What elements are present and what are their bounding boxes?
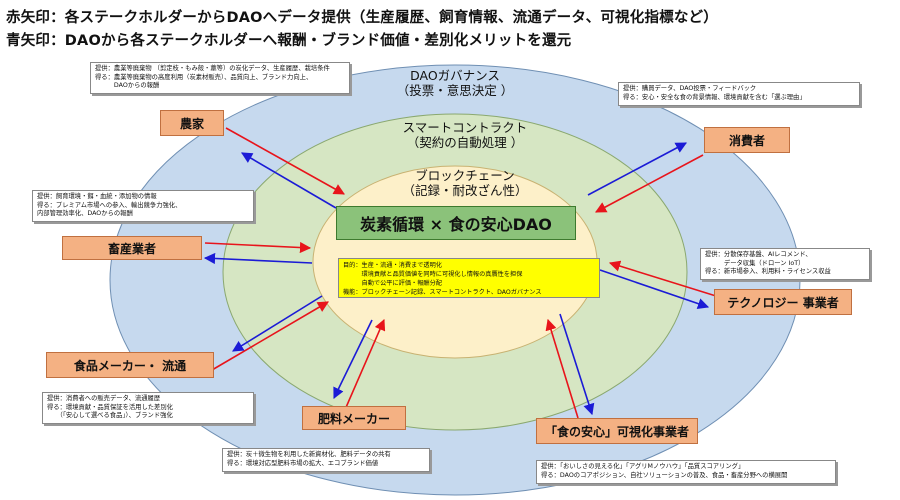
stakeholder-fertilizer: 肥料メーカー — [302, 406, 406, 430]
note-livestock: 提供：飼育環境・餌・血統・添加物の情報 得る：プレミアム市場への参入、輸出競争力… — [32, 190, 254, 222]
note-line: 得る：環境貢献・品質保証を活用した差別化 — [47, 403, 173, 411]
red-arrow-visualizer — [545, 318, 579, 419]
note-farmer: 提供：農業等廃棄物 （剪定枝・もみ殻・藁等）の炭化データ、生産履歴、栽培条件 得… — [90, 62, 350, 94]
note-line: 提供：飼育環境・餌・血統・添加物の情報 — [37, 193, 157, 200]
blue-arrow-livestock — [203, 252, 313, 265]
blockchain-title: ブロックチェーン — [415, 168, 515, 183]
note-line: 得る：安心・安全な食の背景情報、環境貢献を含む「選ぶ理由」 — [623, 93, 806, 101]
note-tech: 提供：分散保存基盤、AIレコメンド、 データ収集（ドローン IoT） 得る：新市… — [700, 248, 870, 280]
dao-purpose-box: 目的：生産・流通・消費まで透明化 環境貢献と品質価値を同時に可視化し情報の真贋性… — [338, 258, 600, 298]
smart-contract-title: スマートコントラクト — [402, 120, 528, 135]
note-line: データ収集（ドローン IoT） — [705, 259, 805, 267]
purpose-line: 機能：ブロックチェーン記録、スマートコントラクト、DAOガバナンス — [343, 289, 542, 296]
dao-title-box: 炭素循環 × 食の安心DAO — [336, 206, 576, 240]
stakeholder-livestock: 畜産業者 — [62, 236, 202, 260]
red-arrow-livestock — [204, 241, 312, 254]
note-line: DAOからの報酬 — [95, 82, 160, 89]
note-line: 提供：消費者への販売データ、流通履歴 — [47, 395, 161, 402]
blue-arrow-consumer — [587, 142, 687, 196]
note-line: 得る：環境対応型肥料市場の拡大、エコブランド価値 — [227, 459, 379, 467]
legend-blue-arrow: 青矢印：DAOから各ステークホルダーへ報酬・ブランド価値・差別化メリットを還元 — [6, 33, 572, 49]
dao-governance-subtitle: （投票・意思決定 ） — [396, 83, 514, 98]
dao-governance-label: DAOガバナンス （投票・意思決定 ） — [375, 68, 535, 98]
purpose-line: 目的：生産・流通・消費まで透明化 — [343, 262, 442, 269]
note-line: 得る：プレミアム市場への参入、輸出競争力強化、 — [37, 201, 182, 209]
red-arrow-fertilizer — [343, 318, 386, 413]
note-line: 提供：炭＋微生物を利用した新資材化、肥料データの共有 — [227, 451, 391, 458]
stakeholder-consumer: 消費者 — [704, 127, 790, 153]
blue-arrow-food-maker — [232, 295, 323, 352]
note-visualizer: 提供：「おいしさの見える化」「アグリMノウハウ」「品質スコアリング」 得る：DA… — [536, 460, 836, 484]
note-line: 得る：農業等廃棄物の高度利用（炭素材販売）、品質向上、ブランド力向上、 — [95, 73, 313, 81]
note-line: 得る：DAOのコアポジション、自社ソリューションの普及、食品・畜産分野への横展開 — [541, 471, 788, 479]
smart-contract-label: スマートコントラクト （契約の自動処理 ） — [380, 120, 550, 150]
blue-arrow-tech — [599, 269, 710, 310]
red-arrow-food-maker — [211, 301, 329, 371]
note-consumer: 提供：購買データ、DAO投票・フィードバック 得る：安心・安全な食の背景情報、環… — [618, 82, 860, 106]
purpose-line: 自動で公平に評価・報酬分配 — [343, 280, 442, 287]
purpose-line: 環境貢献と品質価値を同時に可視化し情報の真贋性を担保 — [343, 271, 523, 278]
dao-governance-title: DAOガバナンス — [410, 68, 500, 83]
blockchain-label: ブロックチェーン （記録・耐改ざん性） — [385, 168, 545, 198]
red-arrow-farmer — [225, 127, 345, 195]
note-line: 提供：農業等廃棄物 （剪定枝・もみ殻・藁等）の炭化データ、生産履歴、栽培条件 — [95, 65, 330, 72]
stakeholder-visualizer: 「食の安心」可視化事業者 — [536, 418, 698, 444]
blue-arrow-fertilizer — [333, 319, 373, 400]
smart-contract-subtitle: （契約の自動処理 ） — [406, 135, 524, 150]
legend-red-arrow: 赤矢印：各ステークホルダーからDAOへデータ提供（生産履歴、飼育情報、流通データ… — [6, 10, 718, 26]
blue-arrow-visualizer — [559, 313, 595, 416]
stakeholder-tech: テクノロジー 事業者 — [714, 289, 852, 315]
note-fertilizer: 提供：炭＋微生物を利用した新資材化、肥料データの共有 得る：環境対応型肥料市場の… — [222, 448, 430, 472]
note-line: 提供：「おいしさの見える化」「アグリMノウハウ」「品質スコアリング」 — [541, 463, 745, 470]
stakeholder-food-maker: 食品メーカー・ 流通 — [46, 352, 214, 378]
note-line: （「安心して選べる食品」）、ブランド強化 — [47, 412, 173, 419]
note-line: 提供：購買データ、DAO投票・フィードバック — [623, 85, 757, 92]
blockchain-subtitle: （記録・耐改ざん性） — [402, 183, 528, 198]
note-line: 内部管理効率化、DAOからの報酬 — [37, 210, 133, 217]
blue-arrow-farmer — [241, 152, 337, 209]
stakeholder-farmer: 農家 — [160, 110, 224, 136]
red-arrow-consumer — [595, 154, 704, 213]
note-line: 得る：新市場参入、利用料・ライセンス収益 — [705, 268, 831, 275]
note-line: 提供：分散保存基盤、AIレコメンド、 — [705, 251, 812, 258]
red-arrow-tech — [608, 260, 717, 297]
note-food-maker: 提供：消費者への販売データ、流通履歴 得る：環境貢献・品質保証を活用した差別化 … — [42, 392, 254, 424]
